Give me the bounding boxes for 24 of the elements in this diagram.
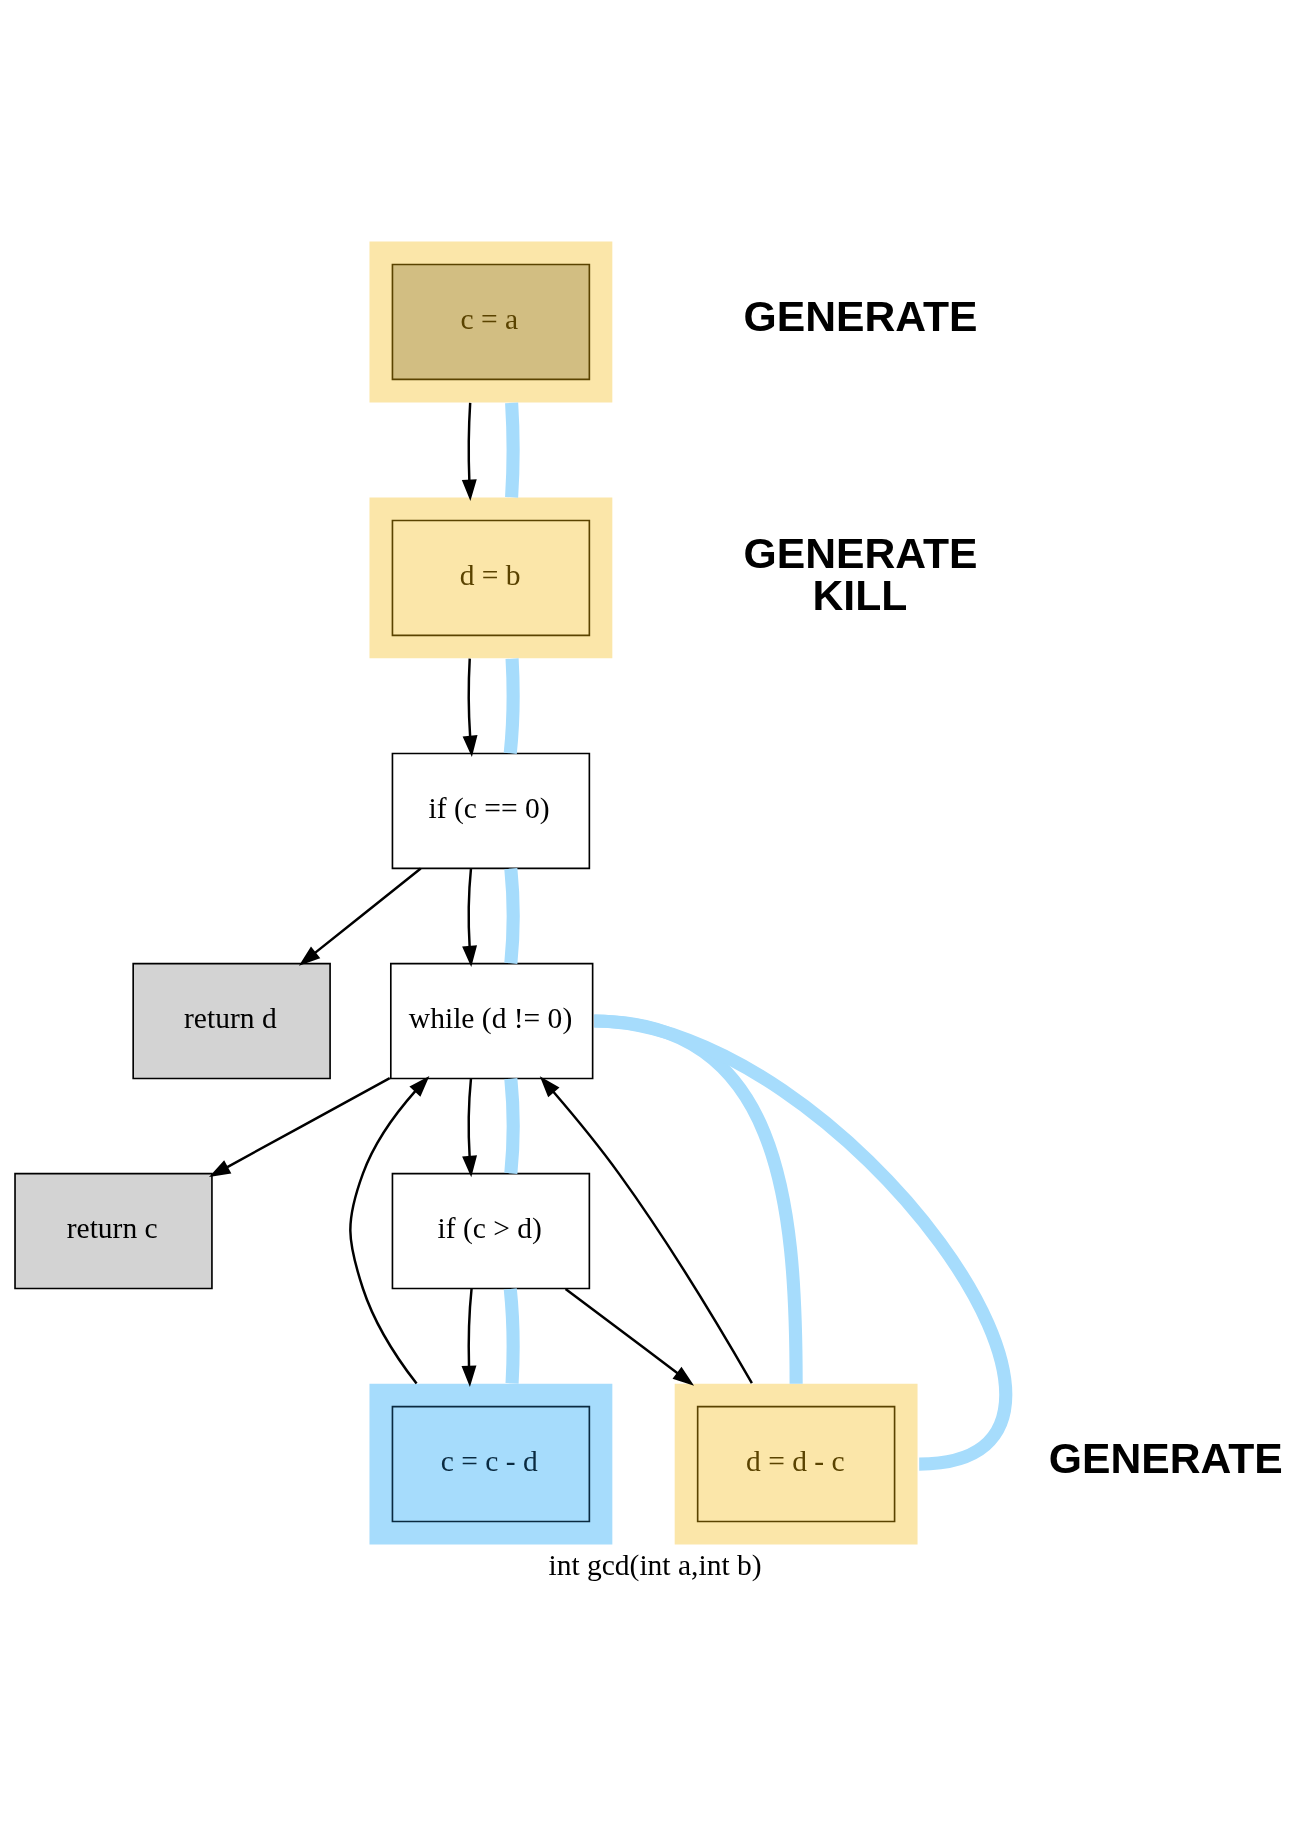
arrow (349, 1075, 430, 1385)
arrow (462, 658, 478, 757)
caption: int gcd(int a,int b) (548, 1548, 762, 1581)
arrow (209, 1077, 391, 1178)
node-box: c = c - d (369, 1383, 613, 1545)
arrow (462, 1078, 478, 1178)
node-label: GENERATE (743, 291, 978, 340)
arrow (461, 1288, 477, 1388)
connector (505, 402, 520, 498)
connector (593, 1014, 1012, 1471)
connector (593, 1014, 803, 1384)
node-box: d = d - c (674, 1383, 918, 1545)
connector (504, 1078, 520, 1175)
connector (503, 1288, 520, 1384)
node-box: c = a (369, 241, 613, 403)
arrow (539, 1076, 753, 1384)
arrow (564, 1287, 695, 1386)
node-box: d = b (369, 497, 613, 659)
connector (504, 868, 520, 964)
connector (503, 658, 520, 754)
arrow (462, 868, 478, 968)
arrow (461, 402, 477, 502)
arrow (298, 867, 422, 966)
node-label: GENERATE (1048, 1433, 1283, 1482)
